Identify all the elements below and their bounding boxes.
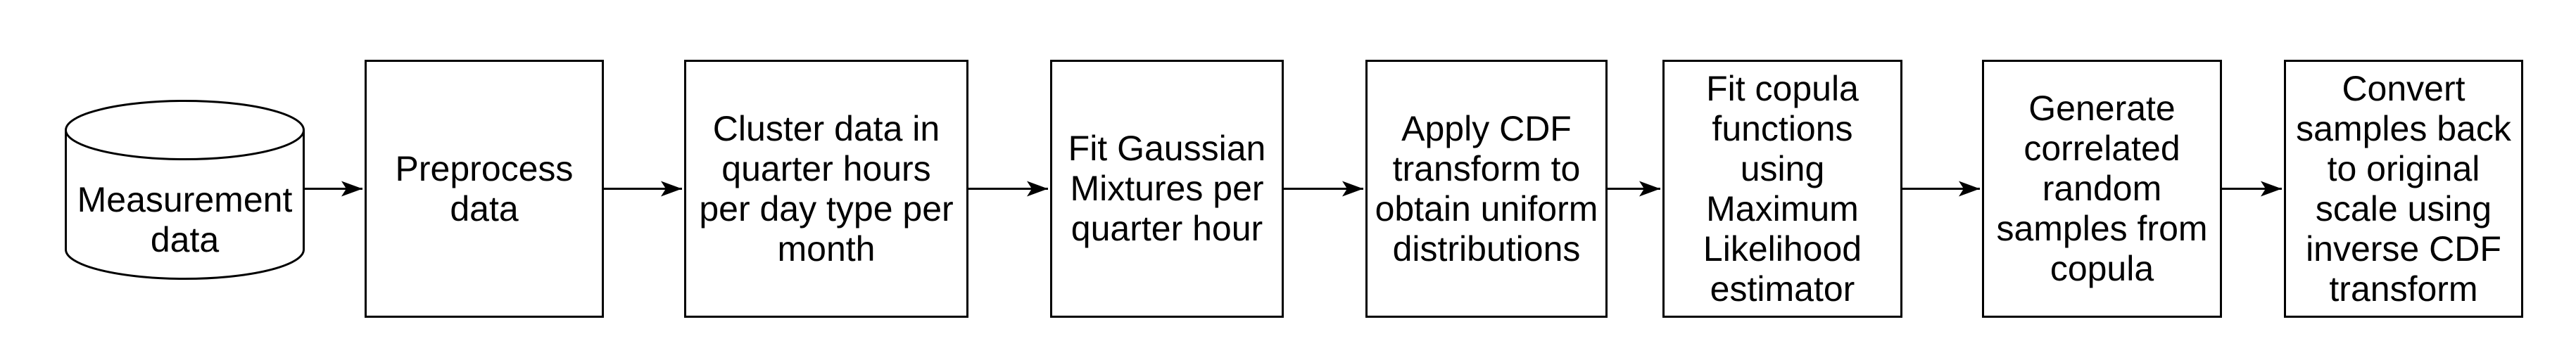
node-label-apply-cdf-transform: Apply CDF transform to obtain uniform di…: [1375, 108, 1598, 269]
node-apply-cdf-transform: Apply CDF transform to obtain uniform di…: [1365, 60, 1608, 318]
node-label-generate-samples: Generate correlated random samples from …: [1996, 89, 2208, 288]
node-preprocess-data: Preprocess data: [365, 60, 604, 318]
node-label-convert-samples: Convert samples back to original scale u…: [2296, 68, 2511, 309]
database-cylinder-icon: [65, 100, 305, 280]
node-label-measurement-data: Measurement data: [77, 180, 293, 259]
node-label-cluster-data: Cluster data in quarter hours per day ty…: [699, 108, 954, 269]
node-label-preprocess-data: Preprocess data: [395, 148, 574, 228]
node-fit-copula-functions: Fit copula functions using Maximum Likel…: [1662, 60, 1902, 318]
node-label-fit-copula-functions: Fit copula functions using Maximum Likel…: [1703, 68, 1862, 309]
node-cluster-data: Cluster data in quarter hours per day ty…: [684, 60, 968, 318]
node-measurement-data: Measurement data: [65, 100, 305, 280]
node-fit-gaussian-mixtures: Fit Gaussian Mixtures per quarter hour: [1050, 60, 1284, 318]
node-convert-samples: Convert samples back to original scale u…: [2284, 60, 2523, 318]
node-generate-samples: Generate correlated random samples from …: [1982, 60, 2222, 318]
node-label-fit-gaussian-mixtures: Fit Gaussian Mixtures per quarter hour: [1068, 129, 1266, 248]
